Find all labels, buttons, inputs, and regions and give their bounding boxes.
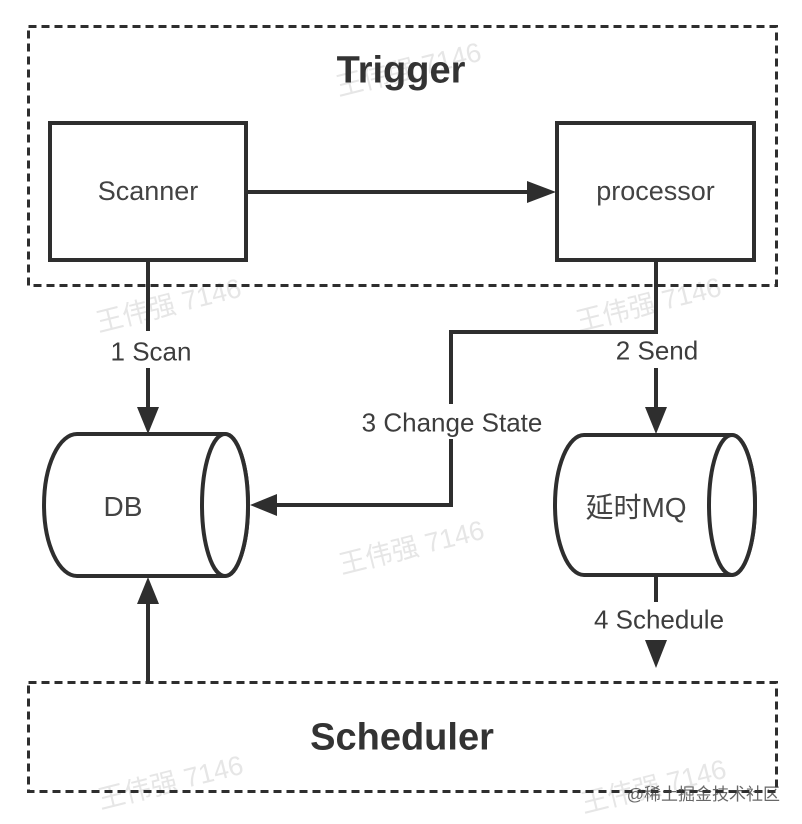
db-node-label: DB <box>103 491 143 522</box>
delay-mq-node-label: 延时MQ <box>585 492 687 523</box>
scheduler-to-db-arrow <box>137 577 159 681</box>
scan-edge-label: 1 Scan <box>110 336 192 367</box>
change-state-edge-label: 3 Change State <box>361 407 543 438</box>
send-edge-label: 2 Send <box>615 335 699 366</box>
scanner-node: Scanner <box>48 121 248 262</box>
schedule-edge-label: 4 Schedule <box>593 604 725 635</box>
schedule-arrow <box>645 576 667 668</box>
send-arrow <box>645 262 667 434</box>
db-cylinder <box>42 432 251 578</box>
change-state-arrow <box>250 330 656 516</box>
processor-node: processor <box>555 121 756 262</box>
trigger-group-box <box>27 25 778 287</box>
juejin-credit-text: @稀土掘金技术社区 <box>626 785 780 804</box>
trigger-group-title: Trigger <box>336 49 466 92</box>
processor-node-label: processor <box>596 176 715 206</box>
scan-arrow <box>137 262 159 434</box>
scheduler-group-title: Scheduler <box>310 716 494 759</box>
scanner-to-processor-arrow <box>248 181 556 203</box>
delay-mq-cylinder <box>553 433 758 577</box>
scanner-node-label: Scanner <box>97 176 199 206</box>
